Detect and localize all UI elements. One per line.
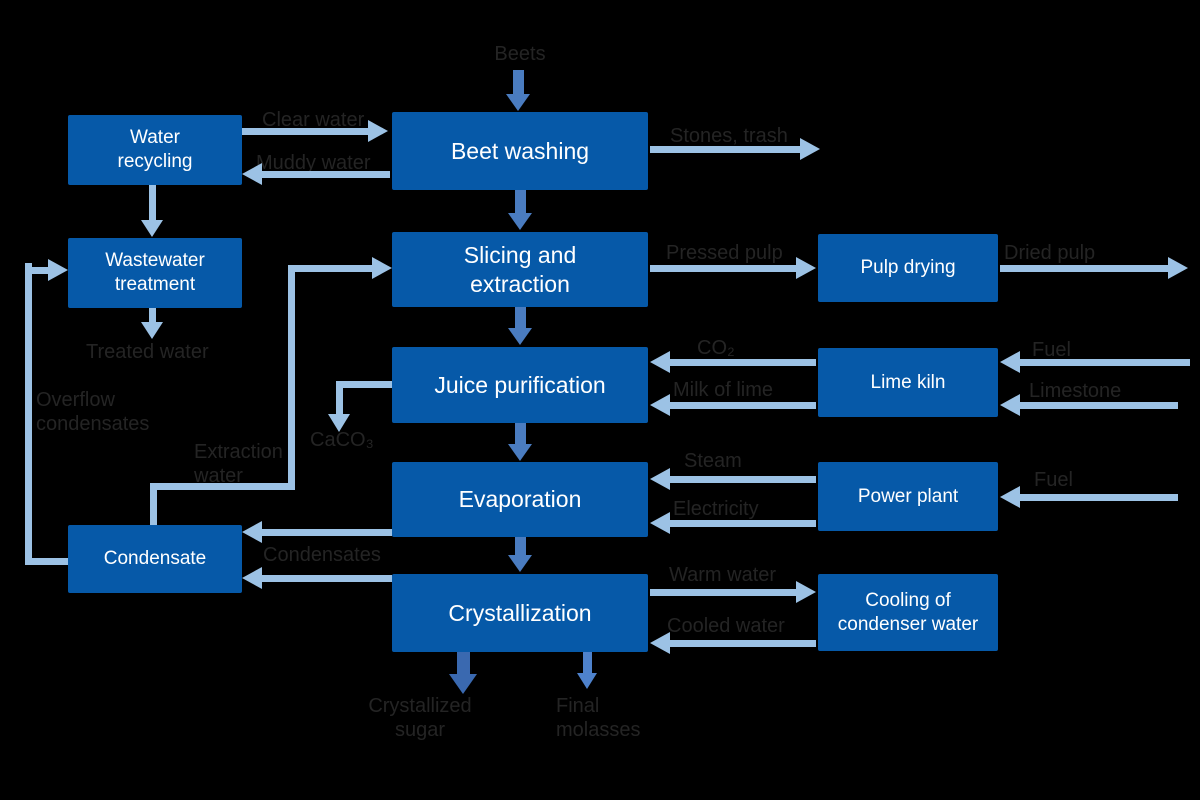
arrow-clear-water-head	[368, 120, 388, 142]
flow-label-dried-pulp: Dried pulp	[1004, 242, 1096, 264]
arrow-electricity-head	[650, 512, 670, 534]
flow-label-beets: Beets	[494, 43, 546, 65]
node-crystallization: Crystallization	[392, 574, 648, 652]
arrow-milk-of-lime-shaft	[669, 401, 816, 409]
arrow-washing-to-slicing-head	[508, 213, 532, 230]
line-extraction-vert-c	[288, 265, 295, 490]
line-extraction-horiz-b	[150, 483, 295, 490]
flow-label-electricity: Electricity	[673, 498, 759, 520]
arrow-limestone-shaft	[1019, 401, 1178, 409]
flow-label-caco3: CaCO₃	[310, 429, 374, 451]
flow-label-fuel-power-plant: Fuel	[1034, 469, 1073, 491]
arrow-warm-water-head	[796, 581, 816, 603]
flow-label-co2: CO₂	[697, 337, 735, 359]
node-cooling-condenser-water: Cooling of condenser water	[818, 574, 998, 651]
arrow-overflow-into-wastewater-shaft	[30, 266, 48, 274]
flow-label-limestone: Limestone	[1029, 380, 1122, 402]
flow-label-clear-water: Clear water	[262, 109, 365, 131]
arrow-fuel-lime-kiln-head	[1000, 351, 1020, 373]
arrow-limestone-head	[1000, 394, 1020, 416]
arrow-cryst-condensate-head	[242, 567, 262, 589]
arrow-co2-shaft	[669, 358, 816, 366]
arrow-evap-to-cryst-head	[508, 555, 532, 572]
arrow-final-molasses-head	[577, 673, 597, 689]
arrow-fuel-lime-kiln-shaft	[1019, 358, 1190, 366]
arrow-treated-water-shaft	[148, 308, 156, 322]
arrow-fuel-power-plant-shaft	[1019, 493, 1178, 501]
arrow-pressed-pulp-head	[796, 257, 816, 279]
arrow-co2-head	[650, 351, 670, 373]
flow-label-treated-water: Treated water	[86, 341, 209, 363]
node-juice-purification: Juice purification	[392, 347, 648, 423]
flow-label-pressed-pulp: Pressed pulp	[666, 242, 783, 264]
line-extraction-vert-a	[150, 483, 157, 525]
line-overflow-bottom	[25, 558, 68, 565]
flow-label-stones-trash: Stones, trash	[670, 125, 788, 147]
arrow-evap-condensate-head	[242, 521, 262, 543]
arrow-warm-water-shaft	[650, 588, 796, 596]
arrow-cooled-water-head	[650, 632, 670, 654]
arrow-cooled-water-shaft	[669, 639, 816, 647]
arrow-recycling-to-wastewater-head	[141, 220, 163, 237]
node-slicing-extraction: Slicing and extraction	[392, 232, 648, 307]
arrow-overflow-into-wastewater-head	[48, 259, 68, 281]
arrow-washing-to-slicing-shaft	[514, 190, 526, 213]
arrow-slicing-to-juice-head	[508, 328, 532, 345]
arrow-stones-trash-shaft	[650, 145, 800, 153]
arrow-juice-to-evap-head	[508, 444, 532, 461]
arrow-caco3-shaft	[335, 381, 343, 414]
arrow-milk-of-lime-head	[650, 394, 670, 416]
arrow-cryst-condensate-shaft	[261, 574, 392, 582]
flow-label-extraction-water: Extraction water	[194, 441, 283, 488]
arrow-treated-water-head	[141, 322, 163, 339]
arrow-evap-condensate-shaft	[261, 528, 392, 536]
arrow-dried-pulp-head	[1168, 257, 1188, 279]
flow-label-condensates: Condensates	[263, 544, 381, 566]
flow-label-steam: Steam	[684, 450, 742, 472]
arrow-clear-water-shaft	[242, 127, 368, 135]
flow-label-warm-water: Warm water	[669, 564, 777, 586]
arrow-crystallized-sugar-shaft	[456, 652, 470, 674]
arrow-juice-to-evap-shaft	[514, 423, 526, 444]
flow-label-muddy-water: Muddy water	[256, 152, 371, 174]
arrow-recycling-to-wastewater-shaft	[148, 185, 156, 220]
node-lime-kiln: Lime kiln	[818, 348, 998, 417]
arrow-muddy-water-head	[242, 163, 262, 185]
arrow-extraction-into-slicing-shaft	[295, 264, 372, 272]
arrow-steam-shaft	[669, 475, 816, 483]
node-power-plant: Power plant	[818, 462, 998, 531]
flow-label-fuel-lime-kiln: Fuel	[1032, 339, 1071, 361]
arrow-muddy-water-shaft	[261, 170, 390, 178]
arrow-pressed-pulp-shaft	[650, 264, 796, 272]
arrow-beets-in-shaft	[512, 70, 524, 94]
arrow-crystallized-sugar-head	[449, 674, 477, 694]
flow-label-cooled-water: Cooled water	[667, 615, 785, 637]
line-caco3-horiz	[341, 381, 392, 388]
flow-label-overflow-condensates: Overflow condensates	[36, 389, 150, 436]
node-evaporation: Evaporation	[392, 462, 648, 537]
line-overflow-vertical	[25, 263, 32, 565]
flow-label-final-molasses: Final molasses	[556, 695, 641, 742]
node-pulp-drying: Pulp drying	[818, 234, 998, 302]
arrow-final-molasses-shaft	[582, 652, 592, 673]
arrow-caco3-head	[328, 414, 350, 432]
node-condensate: Condensate	[68, 525, 242, 593]
node-beet-washing: Beet washing	[392, 112, 648, 190]
arrow-fuel-power-plant-head	[1000, 486, 1020, 508]
arrow-electricity-shaft	[669, 519, 816, 527]
arrow-evap-to-cryst-shaft	[514, 537, 526, 555]
arrow-steam-head	[650, 468, 670, 490]
arrow-extraction-into-slicing-head	[372, 257, 392, 279]
arrow-stones-trash-head	[800, 138, 820, 160]
arrow-dried-pulp-shaft	[1000, 264, 1168, 272]
node-water-recycling: Water recycling	[68, 115, 242, 185]
flow-label-milk-of-lime: Milk of lime	[673, 379, 774, 401]
arrow-slicing-to-juice-shaft	[514, 307, 526, 328]
arrow-beets-in-head	[506, 94, 530, 111]
node-wastewater-treatment: Wastewater treatment	[68, 238, 242, 308]
flow-label-crystallized-sugar: Crystallized sugar	[368, 695, 472, 742]
